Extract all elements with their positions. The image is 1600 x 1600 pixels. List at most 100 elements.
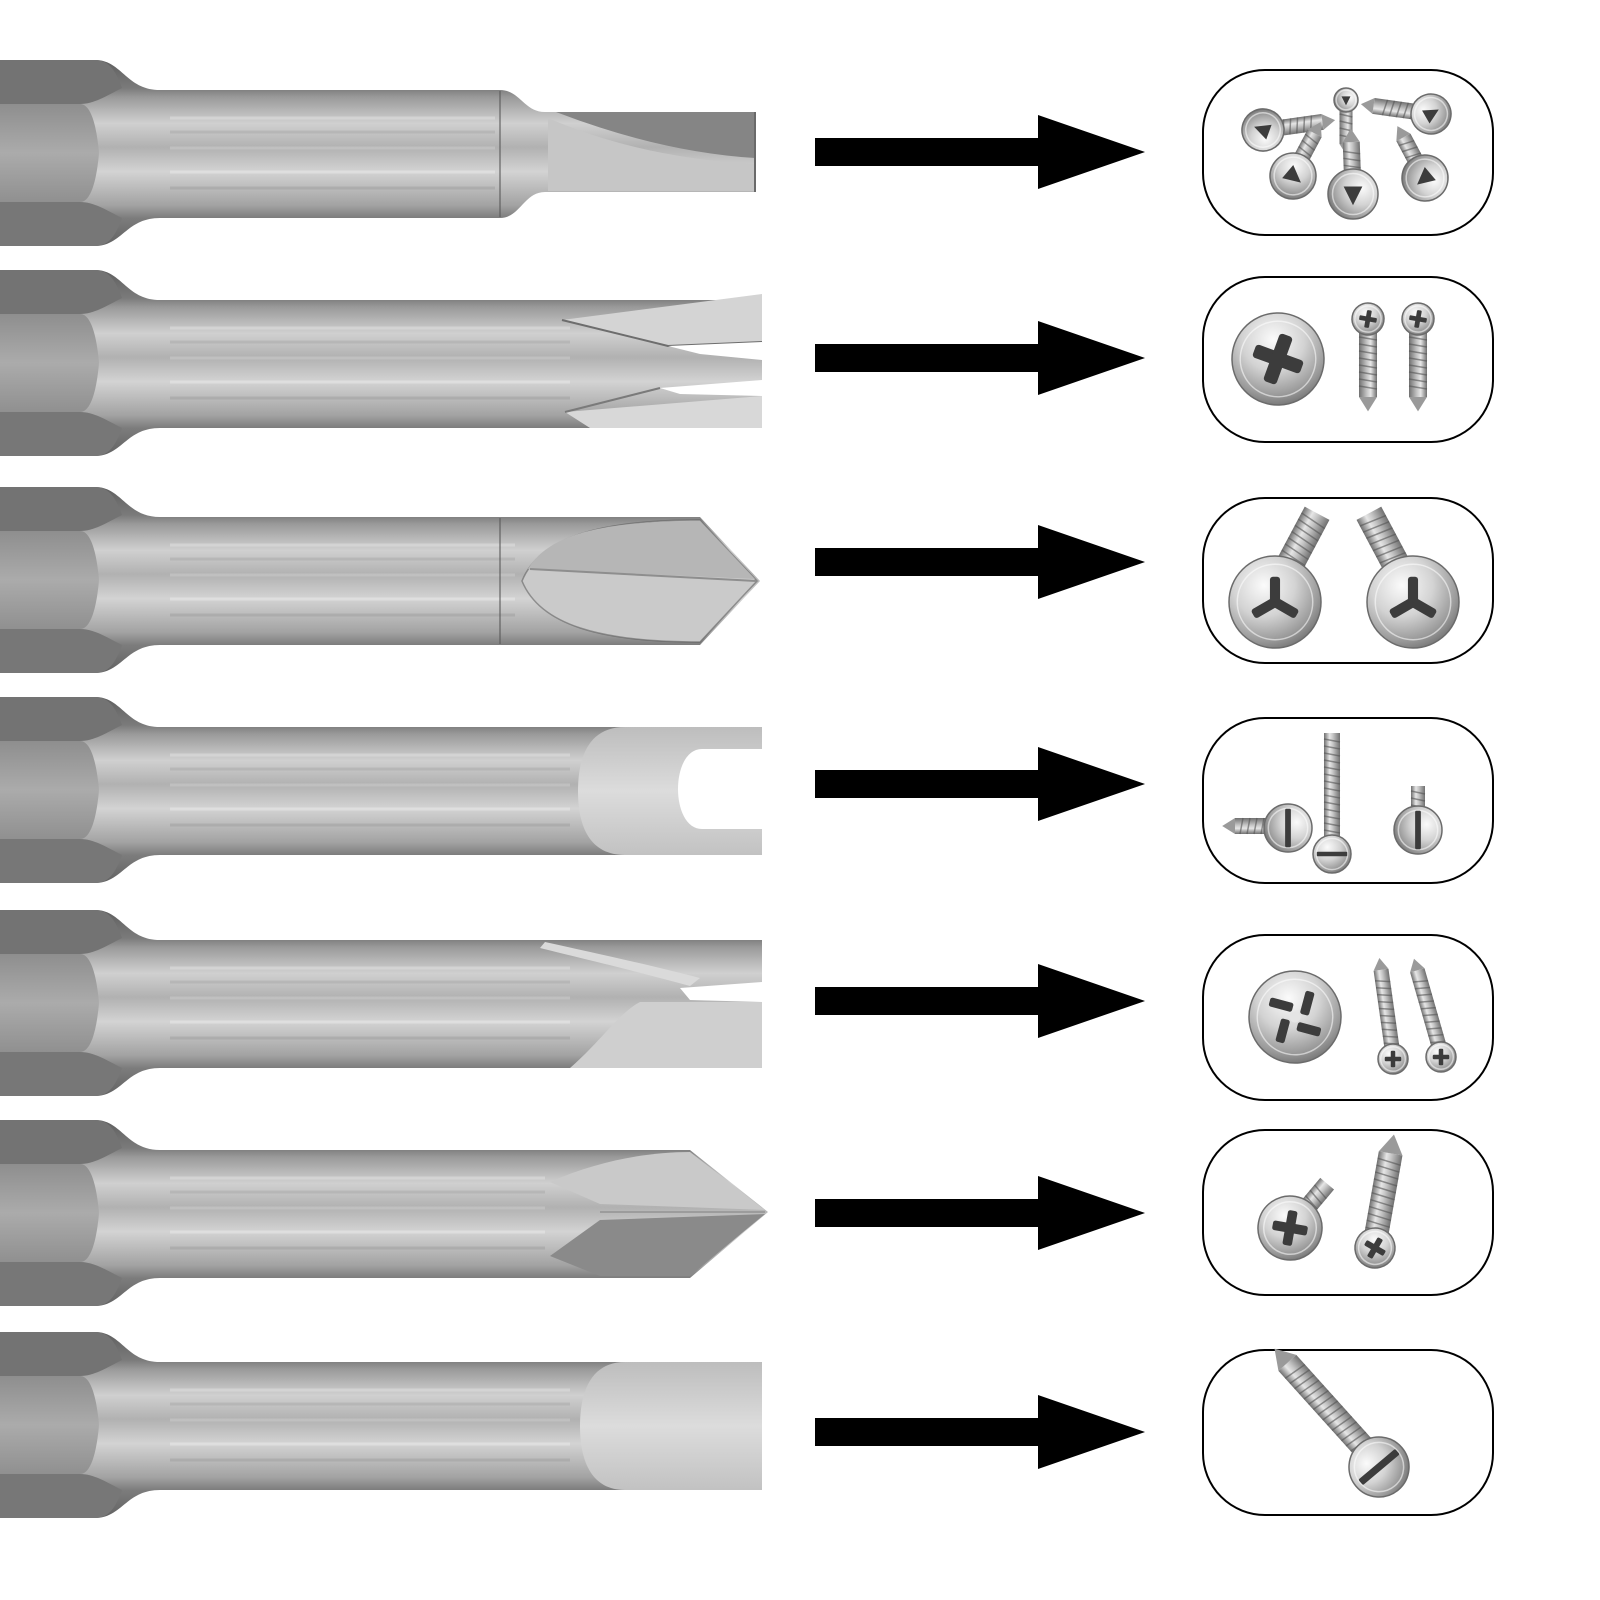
screw-head-rim (1405, 158, 1445, 198)
tip-upper-facet (528, 521, 755, 579)
screw-head-rim (1354, 305, 1382, 333)
thread-line (1398, 139, 1415, 147)
thread-line (1428, 1033, 1444, 1037)
shank-point (1359, 397, 1377, 412)
slot-recess-icon (1316, 851, 1348, 857)
screw-shank (1363, 1134, 1403, 1245)
hex-bottom-facet (0, 1262, 122, 1306)
thread-line (1323, 766, 1341, 771)
thread-line (1358, 357, 1378, 362)
tip-face (580, 1362, 762, 1490)
screw-head-rim (1427, 1043, 1455, 1071)
triangle-screws-icon (1241, 87, 1452, 220)
thread-line (1291, 530, 1316, 548)
thread-line (1358, 385, 1378, 390)
screw-head-rim (1331, 172, 1375, 216)
thread-line (1375, 545, 1403, 558)
spanner-screws-icon (1222, 733, 1443, 874)
screw-head (1263, 803, 1313, 853)
thread-line (1408, 350, 1428, 355)
cross-recess-icon (1390, 1050, 1396, 1068)
tip-notch-upper (668, 342, 762, 360)
bit-row-6 (0, 1120, 1494, 1306)
thread-line (1426, 1027, 1442, 1030)
tip-lower-facet (548, 118, 755, 191)
y-recess-icon (1251, 598, 1277, 618)
hex-top-facet (0, 60, 122, 104)
bit-rows (0, 60, 1494, 1518)
cross-recess-icon (1263, 333, 1293, 385)
screw-panel (1202, 1348, 1494, 1516)
triangle-bit-icon (0, 60, 756, 246)
tip-lower-prong (565, 396, 762, 428)
phillips-bit-icon (0, 1120, 768, 1306)
screw-panel (1202, 934, 1494, 1101)
cross-recess-icon (1282, 1210, 1298, 1246)
screw-head (1327, 168, 1379, 220)
thread-line (1342, 150, 1361, 155)
triangle-recess-icon (1254, 124, 1272, 140)
tri-point-bit-icon (0, 270, 763, 456)
thread-line (1374, 1171, 1399, 1180)
thread-line (1260, 817, 1265, 835)
screw-head-rim (1315, 837, 1349, 871)
screw-head-rim (1413, 96, 1449, 132)
thread-line (1323, 801, 1341, 806)
thread-line (1418, 1000, 1434, 1003)
thread-line (1410, 790, 1426, 795)
thread-line (1377, 1157, 1401, 1167)
screw-panel (1202, 1129, 1494, 1296)
screw-head-rim (1263, 1201, 1317, 1255)
screw-head (1393, 805, 1443, 855)
bit-row-1 (0, 60, 1494, 246)
thread-line (1382, 1035, 1399, 1038)
thread-line (1412, 980, 1429, 983)
cross-recess-icon (1414, 310, 1422, 328)
thread-line (1323, 780, 1341, 785)
thread-line (1395, 101, 1403, 118)
bit-row-7 (0, 1332, 1494, 1518)
thread-line (1366, 527, 1393, 540)
tri-wing-screws-icon (1228, 506, 1460, 649)
thread-line (1313, 1184, 1327, 1200)
torq-set-screws-icon (1248, 957, 1457, 1075)
tip-upper-stripe (540, 942, 700, 986)
screw-head-rim (1239, 320, 1317, 398)
hex-middle-facet (0, 741, 99, 839)
arrow-right-icon (815, 115, 1145, 189)
thread-line (1369, 533, 1397, 546)
cross-recess-icon (1367, 1237, 1383, 1259)
screw-shank (1408, 327, 1428, 412)
hex-top-facet (0, 487, 122, 531)
tip-upper-facet (556, 112, 755, 158)
cross-recess-icon (1438, 1048, 1444, 1066)
screw-head-rim (1404, 305, 1432, 333)
screw-panel-frame (1202, 934, 1494, 1101)
thread-line (1370, 1198, 1394, 1208)
screw-panel (1202, 717, 1494, 884)
slot-recess-icon (1415, 810, 1421, 850)
thread-line (1323, 822, 1341, 827)
screw-head (1401, 302, 1435, 336)
hex-middle-facet (0, 104, 99, 202)
screw-head (1410, 93, 1452, 135)
thread-line (1246, 817, 1251, 835)
screw-panel (1202, 69, 1494, 236)
y-recess-icon (1389, 598, 1415, 618)
tri-point-screws-icon (1231, 302, 1435, 412)
thread-line (1408, 364, 1428, 369)
tip-upper-prong (562, 294, 762, 346)
thread-line (1336, 1421, 1357, 1437)
thread-line (1358, 336, 1378, 341)
thread-line (1298, 145, 1312, 158)
bit-row-3 (0, 487, 1494, 673)
shank-body (1363, 1151, 1403, 1245)
bit-image (0, 270, 763, 456)
thread-line (1308, 1389, 1329, 1405)
shank-point (1378, 1134, 1403, 1156)
thread-line (1322, 1405, 1343, 1421)
thread-line (1379, 1014, 1396, 1018)
tip-upper-flute (550, 1152, 765, 1210)
hex-middle-facet (0, 314, 99, 412)
thread-line (1289, 118, 1292, 135)
